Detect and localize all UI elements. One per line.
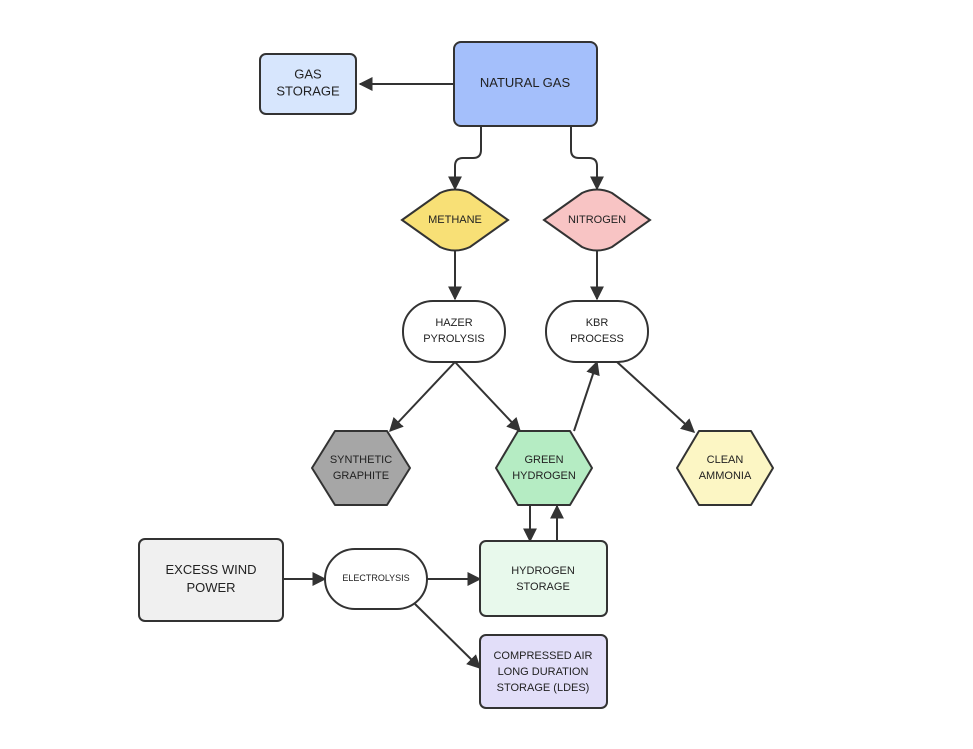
node-label-line: NATURAL GAS <box>480 75 571 90</box>
node-electrolysis-label: ELECTROLYSIS <box>342 573 409 583</box>
node-label-line: NITROGEN <box>568 214 626 226</box>
node-green-hydrogen-label: GREEN HYDROGEN <box>512 454 576 482</box>
node-label-line: GREEN <box>524 454 563 466</box>
node-label-line: PROCESS <box>570 333 624 345</box>
node-nitrogen-label: NITROGEN <box>568 214 626 226</box>
node-label-line: STORAGE (LDES) <box>497 682 590 694</box>
node-gas-storage-label: GAS STORAGE <box>276 67 340 99</box>
node-label-line: POWER <box>186 580 235 595</box>
node-gas-storage-shape <box>259 53 357 115</box>
node-synthetic-graphite-label: SYNTHETIC GRAPHITE <box>330 454 392 482</box>
node-label-line: STORAGE <box>516 581 570 593</box>
node-label-line: METHANE <box>428 214 482 226</box>
node-natural-gas-shape <box>453 41 598 127</box>
node-compressed-air-ldes-shape <box>479 634 608 709</box>
node-excess-wind-power-label: EXCESS WIND POWER <box>165 562 256 595</box>
edge-hazer-pyrolysis-to-synthetic-graphite <box>389 361 456 433</box>
edges-layer <box>283 77 696 669</box>
node-label-line: STORAGE <box>276 84 340 99</box>
node-label-line: KBR <box>586 317 609 329</box>
edge-electrolysis-to-compressed-air <box>414 603 481 669</box>
node-label-line: HAZER <box>435 317 472 329</box>
node-natural-gas-label: NATURAL GAS <box>480 75 571 90</box>
node-methane[interactable]: METHANE <box>400 188 510 252</box>
node-label-line: PYROLYSIS <box>423 333 485 345</box>
node-label-line: SYNTHETIC <box>330 454 392 466</box>
node-label-line: LONG DURATION <box>498 666 589 678</box>
node-excess-wind-power-shape <box>138 538 284 622</box>
node-excess-wind-power[interactable]: EXCESS WIND POWER <box>138 538 284 622</box>
node-synthetic-graphite-shape <box>311 430 411 506</box>
node-electrolysis[interactable]: ELECTROLYSIS <box>324 548 428 610</box>
node-clean-ammonia[interactable]: CLEAN AMMONIA <box>676 430 774 506</box>
node-label-line: CLEAN <box>707 454 744 466</box>
node-label-line: GRAPHITE <box>333 470 389 482</box>
edge-green-hydrogen-to-kbr-process <box>573 360 600 432</box>
node-kbr-process[interactable]: KBR PROCESS <box>545 300 649 363</box>
node-label-line: AMMONIA <box>699 470 752 482</box>
node-compressed-air-ldes[interactable]: COMPRESSED AIR LONG DURATION STORAGE (LDES… <box>479 634 608 709</box>
node-hazer-pyrolysis[interactable]: HAZER PYROLYSIS <box>402 300 506 363</box>
node-hazer-pyrolysis-label: HAZER PYROLYSIS <box>423 317 485 345</box>
edge-kbr-process-to-clean-ammonia <box>616 361 696 433</box>
node-clean-ammonia-label: CLEAN AMMONIA <box>699 454 752 482</box>
node-label-line: GAS <box>294 67 322 82</box>
node-gas-storage[interactable]: GAS STORAGE <box>259 53 357 115</box>
node-hydrogen-storage-shape <box>479 540 608 617</box>
node-label-line: COMPRESSED AIR <box>493 650 592 662</box>
node-methane-shape <box>400 188 510 252</box>
edge-natural-gas-to-nitrogen <box>570 126 604 191</box>
node-kbr-process-shape <box>545 300 649 363</box>
node-hazer-pyrolysis-shape <box>402 300 506 363</box>
node-green-hydrogen-shape <box>495 430 593 506</box>
node-methane-label: METHANE <box>428 214 482 226</box>
node-natural-gas[interactable]: NATURAL GAS <box>453 41 598 127</box>
node-label-line: EXCESS WIND <box>165 562 256 577</box>
node-nitrogen-shape <box>542 188 652 252</box>
edge-hazer-pyrolysis-to-green-hydrogen <box>454 361 521 433</box>
node-kbr-process-label: KBR PROCESS <box>570 317 624 345</box>
node-synthetic-graphite[interactable]: SYNTHETIC GRAPHITE <box>311 430 411 506</box>
node-label-line: HYDROGEN <box>512 470 576 482</box>
node-nitrogen[interactable]: NITROGEN <box>542 188 652 252</box>
node-label-line: ELECTROLYSIS <box>342 573 409 583</box>
node-clean-ammonia-shape <box>676 430 774 506</box>
node-hydrogen-storage[interactable]: HYDROGEN STORAGE <box>479 540 608 617</box>
node-electrolysis-shape <box>324 548 428 610</box>
node-compressed-air-ldes-label: COMPRESSED AIR LONG DURATION STORAGE (LDES… <box>493 650 592 694</box>
node-hydrogen-storage-label: HYDROGEN STORAGE <box>511 565 575 593</box>
node-label-line: HYDROGEN <box>511 565 575 577</box>
edge-natural-gas-to-methane <box>448 126 482 191</box>
node-green-hydrogen[interactable]: GREEN HYDROGEN <box>495 430 593 506</box>
